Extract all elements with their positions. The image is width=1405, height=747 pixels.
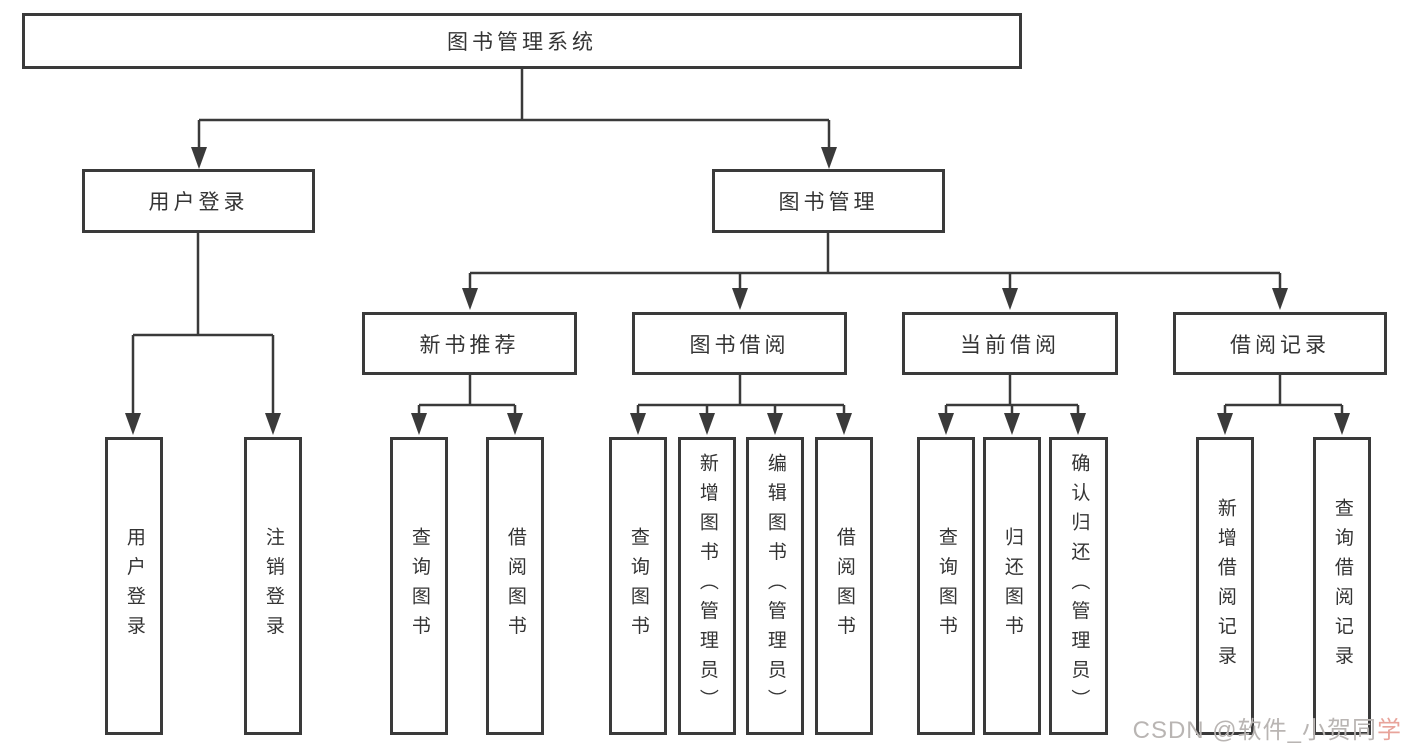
node-label: 用户登录 — [148, 191, 249, 214]
node-label: 归还图书 — [1001, 527, 1023, 645]
leaf-borrow-edit-books-admin: 编辑图书（管理员） — [746, 437, 804, 735]
connector-current-borrow-to-leaves — [944, 375, 1080, 414]
node-label: 确认归还（管理员） — [1068, 453, 1090, 719]
node-book-management: 图书管理 — [712, 169, 945, 233]
leaf-logout: 注销登录 — [244, 437, 302, 735]
node-new-book-recommendation: 新书推荐 — [362, 312, 577, 375]
node-label: 查询图书 — [627, 527, 649, 645]
leaf-borrow-borrow-books: 借阅图书 — [815, 437, 873, 735]
node-label: 借阅记录 — [1230, 333, 1330, 357]
leaf-record-query-borrow-record: 查询借阅记录 — [1313, 437, 1371, 735]
leaf-borrow-add-books-admin: 新增图书（管理员） — [678, 437, 736, 735]
node-label: 新增借阅记录 — [1214, 497, 1236, 675]
node-label: 编辑图书（管理员） — [764, 453, 786, 719]
node-label: 图书借阅 — [689, 333, 790, 357]
node-borrowing-records: 借阅记录 — [1173, 312, 1387, 375]
node-label: 查询图书 — [935, 527, 957, 645]
leaf-current-return-books: 归还图书 — [983, 437, 1041, 735]
connector-book-management-to-level3 — [468, 233, 1282, 289]
node-label: 用户登录 — [123, 527, 145, 645]
leaf-borrow-query-books: 查询图书 — [609, 437, 667, 735]
node-label: 新增图书（管理员） — [696, 453, 718, 719]
leaf-current-confirm-return-admin: 确认归还（管理员） — [1049, 437, 1108, 735]
node-label: 查询借阅记录 — [1331, 497, 1353, 675]
node-user-login: 用户登录 — [82, 169, 315, 233]
connector-book-borrow-to-leaves — [636, 375, 846, 414]
node-label: 新书推荐 — [419, 333, 520, 357]
leaf-newbook-query-books: 查询图书 — [390, 437, 448, 735]
leaf-user-login: 用户登录 — [105, 437, 163, 735]
node-label: 注销登录 — [262, 527, 284, 645]
arrowheads — [125, 147, 1350, 435]
node-label: 查询图书 — [408, 527, 430, 645]
csdn-watermark: CSDN @软件_小贺同学 — [1133, 710, 1402, 745]
connector-borrow-record-to-leaves — [1223, 375, 1344, 414]
node-label: 借阅图书 — [504, 527, 526, 645]
node-label: 当前借阅 — [960, 333, 1060, 357]
leaf-newbook-borrow-books: 借阅图书 — [486, 437, 544, 735]
node-current-borrowing: 当前借阅 — [902, 312, 1118, 375]
watermark-accent-text: 学 — [1377, 717, 1402, 744]
node-library-management-system: 图书管理系统 — [22, 13, 1022, 69]
connector-new-book-to-leaves — [417, 375, 517, 414]
node-book-borrowing: 图书借阅 — [632, 312, 847, 375]
connector-user-login-to-leaves — [131, 233, 275, 414]
leaf-current-query-books: 查询图书 — [917, 437, 975, 735]
node-label: 借阅图书 — [833, 527, 855, 645]
node-label: 图书管理系统 — [447, 31, 597, 54]
watermark-text: CSDN @软件_小贺同 — [1132, 717, 1377, 744]
connector-root-to-level2 — [197, 69, 831, 148]
leaf-record-add-borrow-record: 新增借阅记录 — [1196, 437, 1254, 735]
node-label: 图书管理 — [778, 191, 879, 214]
